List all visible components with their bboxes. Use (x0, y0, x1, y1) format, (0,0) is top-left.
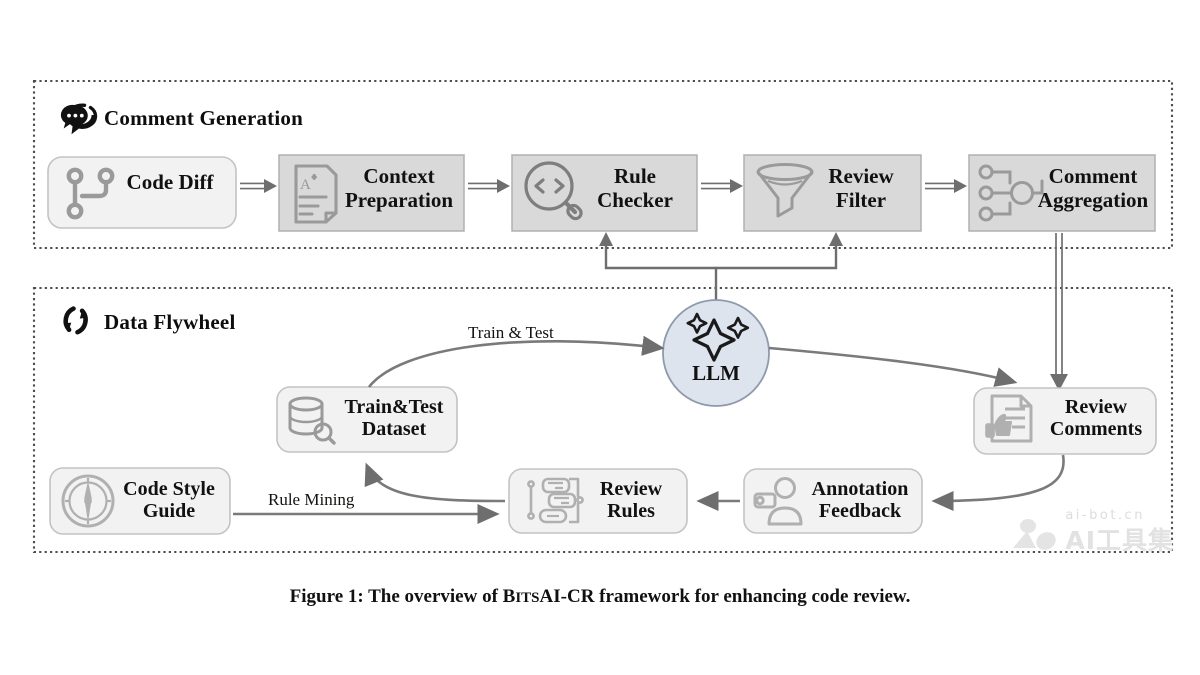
panel-frame-data-flywheel (32, 286, 1174, 554)
node-code-style-guide[interactable] (49, 467, 231, 535)
edge-llm-to-review-comments (768, 346, 1018, 387)
caption-suffix: AI-CR framework for enhancing code revie… (539, 586, 911, 607)
edge-review-rules-to-train-test (364, 462, 506, 503)
node-train-test-dataset[interactable] (276, 386, 458, 453)
aggregation-node-icon (978, 164, 1044, 222)
panel-title-data-flywheel: Data Flywheel (104, 310, 236, 334)
node-annotation-feedback[interactable] (743, 468, 923, 534)
svg-text:A: A (300, 177, 311, 193)
edge-comment-agg-to-review-comments (1050, 233, 1068, 391)
node-review-filter[interactable] (743, 154, 922, 232)
chat-bubble-icon (60, 103, 98, 135)
node-review-rules[interactable] (508, 468, 688, 534)
rules-list-icon (527, 477, 584, 524)
node-code-diff[interactable] (47, 156, 237, 229)
caption-smallcaps: ITS (515, 590, 540, 606)
edge-label-train-and-test: Train & Test (468, 323, 554, 342)
git-branch-icon (66, 167, 115, 220)
funnel-icon (756, 163, 814, 218)
panel-frame-comment-generation (32, 79, 1174, 250)
edge-code-diff-to-context (240, 179, 277, 193)
edge-context-to-rule-checker (468, 179, 510, 193)
node-context-preparation[interactable]: A (278, 154, 465, 232)
panel-title-comment-generation: Comment Generation (104, 106, 303, 130)
sparkle-icon (686, 312, 750, 362)
database-search-icon (288, 396, 336, 445)
node-review-comments[interactable] (973, 387, 1157, 455)
caption-prefix: Figure 1: The overview of B (289, 586, 516, 607)
refresh-cycle-icon (63, 306, 88, 335)
compass-icon (61, 474, 115, 528)
node-rule-checker[interactable] (511, 154, 698, 232)
person-tag-icon (753, 477, 803, 526)
edge-rule-checker-to-review-filter (701, 179, 743, 193)
edge-train-test-to-llm (367, 335, 665, 388)
edge-llm-to-checkers-bus (599, 232, 843, 315)
node-llm[interactable] (662, 299, 770, 407)
node-comment-aggregation[interactable] (968, 154, 1156, 232)
edge-label-rule-mining: Rule Mining (268, 490, 355, 509)
edge-review-filter-to-comment-agg (925, 179, 967, 193)
code-search-icon (524, 161, 583, 221)
document-thumbup-icon (985, 394, 1033, 443)
document-a-icon: A (294, 164, 338, 224)
edge-review-comments-to-annotation (931, 454, 1065, 512)
figure-caption: Figure 1: The overview of BITSAI-CR fram… (0, 586, 1200, 608)
